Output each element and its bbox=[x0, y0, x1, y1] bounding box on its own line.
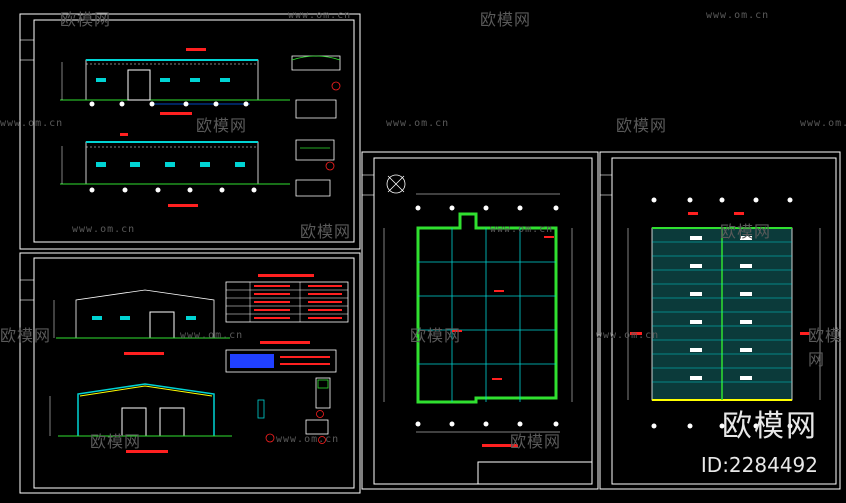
dimension-lines bbox=[49, 62, 821, 436]
watermark-logo-3: 欧模网 bbox=[196, 116, 248, 135]
door-schedule bbox=[225, 341, 337, 373]
elevation-1 bbox=[60, 48, 290, 115]
roof-plan bbox=[630, 197, 810, 429]
sheet-frames bbox=[19, 13, 841, 494]
watermark-url-4: www.om.cn bbox=[386, 118, 450, 129]
corner-brand-id: ID:2284492 bbox=[700, 453, 818, 477]
watermark-url-9: www.om.cn bbox=[596, 330, 660, 341]
watermark-logo-5: 欧模网 bbox=[300, 222, 352, 241]
elevation-3 bbox=[56, 289, 230, 355]
watermark-logo-10: 欧模网 bbox=[90, 432, 142, 451]
corner-brand-name: 欧模网 bbox=[722, 409, 818, 444]
watermark-url-7: www.om.cn bbox=[490, 224, 554, 235]
watermark-logo-9: 欧模网 bbox=[808, 326, 843, 369]
detail-sections-2 bbox=[257, 377, 331, 444]
cross-section bbox=[58, 383, 232, 453]
title-blocks bbox=[20, 39, 612, 301]
watermark-logo-11: 欧模网 bbox=[510, 432, 562, 451]
watermark-logo-4: 欧模网 bbox=[616, 116, 668, 135]
watermark-logo-2: 欧模网 bbox=[480, 10, 532, 29]
watermark-url-1: www.om.cn bbox=[288, 10, 352, 21]
floor-plan bbox=[386, 174, 560, 447]
watermark-url-10: www.om.cn bbox=[276, 434, 340, 445]
elevation-2 bbox=[60, 133, 290, 207]
watermark-url-5: www.om.cn bbox=[800, 118, 846, 129]
watermark-url-8: www.om.cn bbox=[180, 330, 244, 341]
watermark-url-2: www.om.cn bbox=[706, 10, 770, 21]
detail-sections-1 bbox=[291, 55, 341, 197]
watermark-logo-8: 欧模网 bbox=[410, 326, 462, 345]
watermark-url-3: www.om.cn bbox=[0, 118, 64, 129]
watermark-logo-6: 欧模网 bbox=[720, 222, 772, 241]
watermark-logo-1: 欧模网 bbox=[60, 10, 112, 29]
watermark-url-6: www.om.cn bbox=[72, 224, 136, 235]
schedule-table bbox=[225, 274, 349, 323]
watermark-logo-7: 欧模网 bbox=[0, 326, 52, 345]
